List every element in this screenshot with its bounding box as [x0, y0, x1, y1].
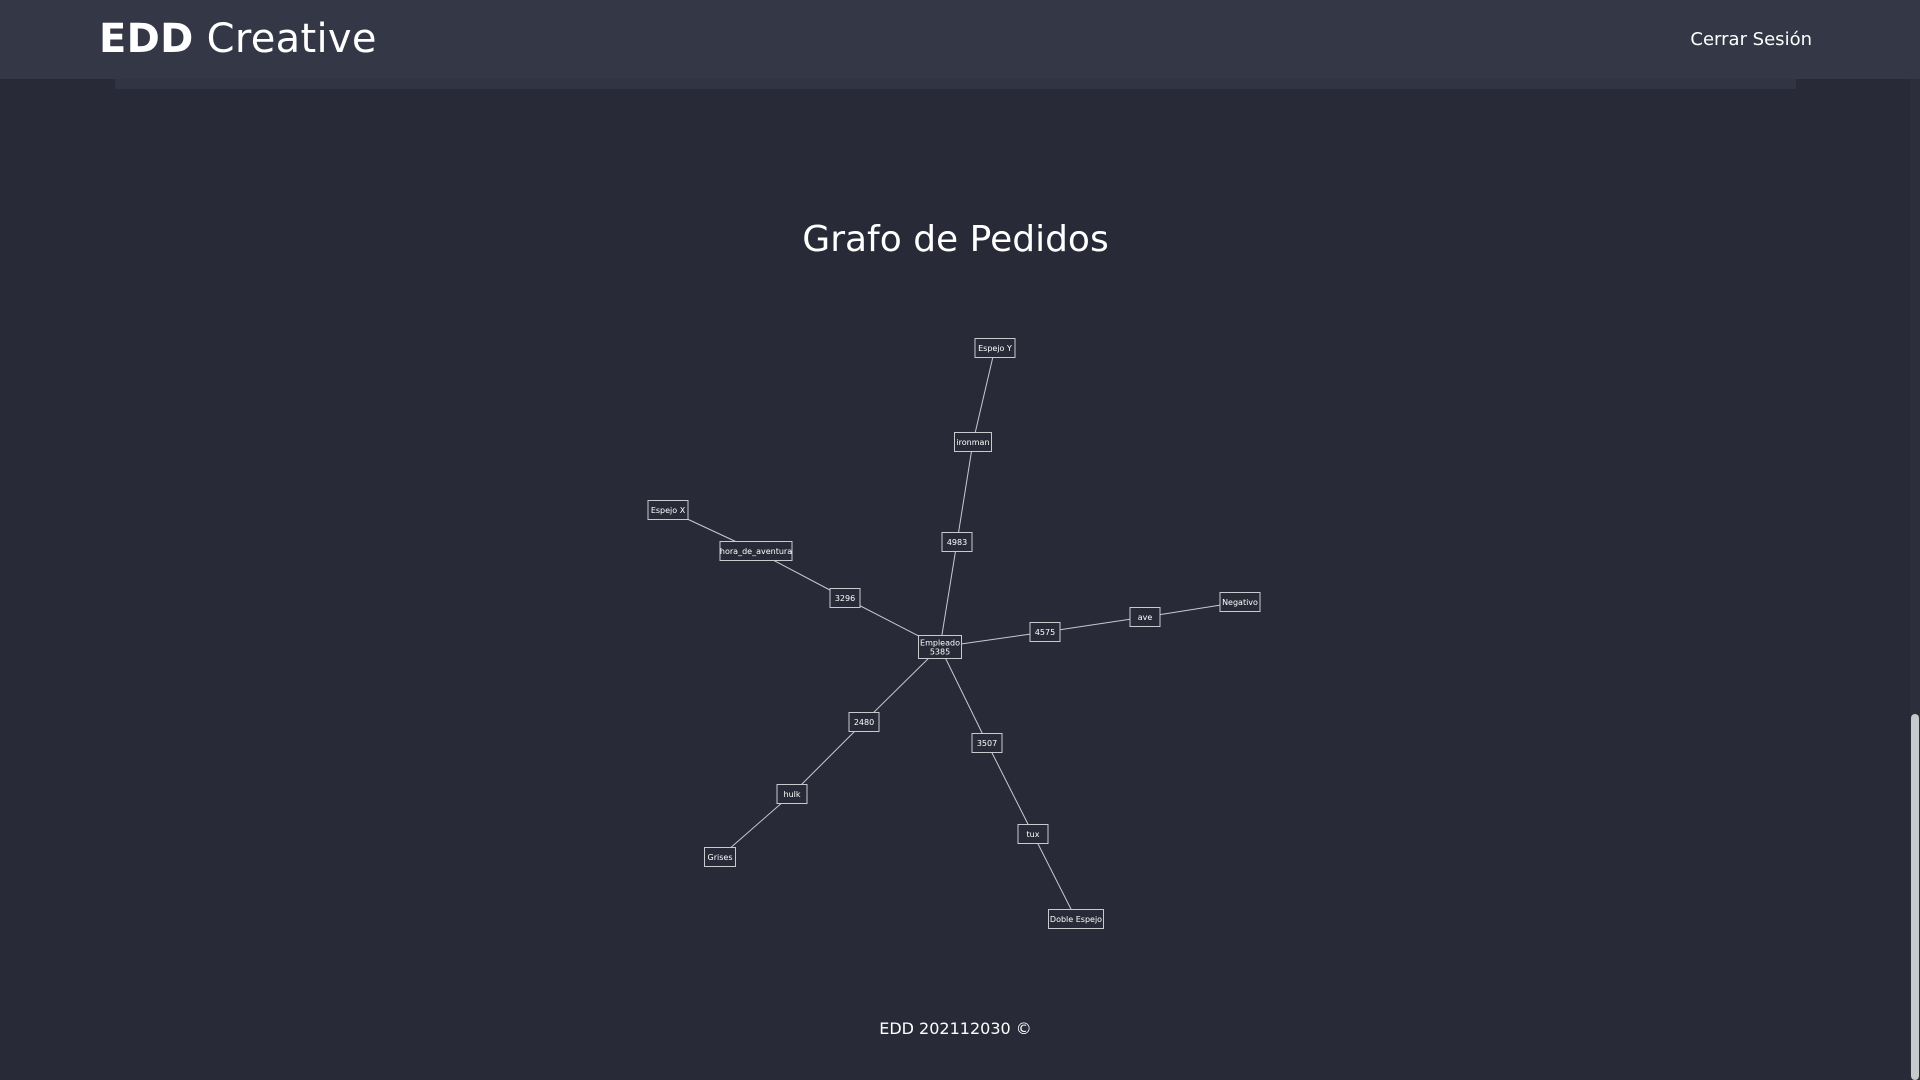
graph-node-label: tux [1027, 830, 1040, 839]
graph-node: Grises [704, 847, 736, 867]
graph-edge [939, 646, 988, 744]
graph-node: ironman [954, 432, 992, 452]
graph-edge [719, 793, 793, 858]
graph-edge [863, 646, 941, 723]
graph-node-label: Grises [708, 853, 733, 862]
graph-edge [972, 347, 996, 443]
graph-node-box [1129, 607, 1161, 627]
graph-node-label: ironman [956, 438, 989, 447]
graph-node-box [1029, 622, 1061, 642]
graph-node: hora_de_aventura [719, 541, 793, 561]
graph-node-box [918, 635, 962, 659]
graph-node-box [704, 847, 736, 867]
graph-node: ave [1129, 607, 1161, 627]
graph-node: Doble Espejo [1048, 909, 1104, 929]
graph-node-label: 4983 [947, 538, 967, 547]
graph-node-label: Negativo [1222, 598, 1258, 607]
navbar-shadow [115, 79, 1796, 89]
graph-node-box [829, 588, 861, 608]
graph-node-box [941, 532, 973, 552]
graph-node-label: 4575 [1035, 628, 1055, 637]
graph-node-label: 3296 [835, 594, 855, 603]
brand-light-text: Creative [206, 16, 377, 62]
graph-node-label: Espejo Y [978, 344, 1012, 353]
graph-node: 4983 [941, 532, 973, 552]
top-navbar [0, 0, 1920, 79]
graph-node-label: ave [1138, 613, 1153, 622]
graph-node-box [719, 541, 793, 561]
graph-node: 3296 [829, 588, 861, 608]
graph-node: hulk [776, 784, 808, 804]
graph-node: tux [1017, 824, 1049, 844]
graph-node: Espejo X [647, 500, 689, 520]
brand-logo[interactable]: EDD Creative [99, 14, 377, 64]
footer-text: EDD 202112030 © [879, 1019, 1032, 1038]
graph-node-box [1219, 592, 1261, 612]
graph-node: 3507 [971, 733, 1003, 753]
graph-node-label: Empleado [920, 639, 960, 648]
graph-node-label: Doble Espejo [1050, 915, 1102, 924]
graph-node-label: 5385 [930, 648, 950, 657]
graph-node-box [848, 712, 880, 732]
graph-node-label: 2480 [854, 718, 874, 727]
graph-node: 4575 [1029, 622, 1061, 642]
logout-link[interactable]: Cerrar Sesión [1690, 29, 1812, 50]
graph-edge [956, 441, 974, 543]
graph-edge [1032, 833, 1077, 920]
graph-edge [791, 721, 865, 795]
graph-node: Negativo [1219, 592, 1261, 612]
graph-node-box [971, 733, 1003, 753]
graph-node-label: 3507 [977, 739, 997, 748]
graph-node-box [954, 432, 992, 452]
graph-node: 2480 [848, 712, 880, 732]
graph-node-box [1017, 824, 1049, 844]
graph-node: Espejo Y [974, 338, 1016, 358]
graph-node-box [776, 784, 808, 804]
brand-bold-text: EDD [99, 16, 194, 62]
graph-node-box [974, 338, 1016, 358]
graph-node-box [1048, 909, 1104, 929]
page-title: Grafo de Pedidos [802, 219, 1109, 260]
graph-edge [1044, 616, 1146, 633]
graph-node-label: hora_de_aventura [720, 547, 792, 556]
graph-edge [986, 742, 1034, 835]
graph-node-label: hulk [784, 790, 801, 799]
graph-node-label: Espejo X [651, 506, 686, 515]
scrollbar-thumb[interactable] [1911, 714, 1919, 1080]
vertical-scrollbar[interactable] [1910, 79, 1920, 1080]
graph-edge [939, 541, 958, 648]
graph-node-box [647, 500, 689, 520]
